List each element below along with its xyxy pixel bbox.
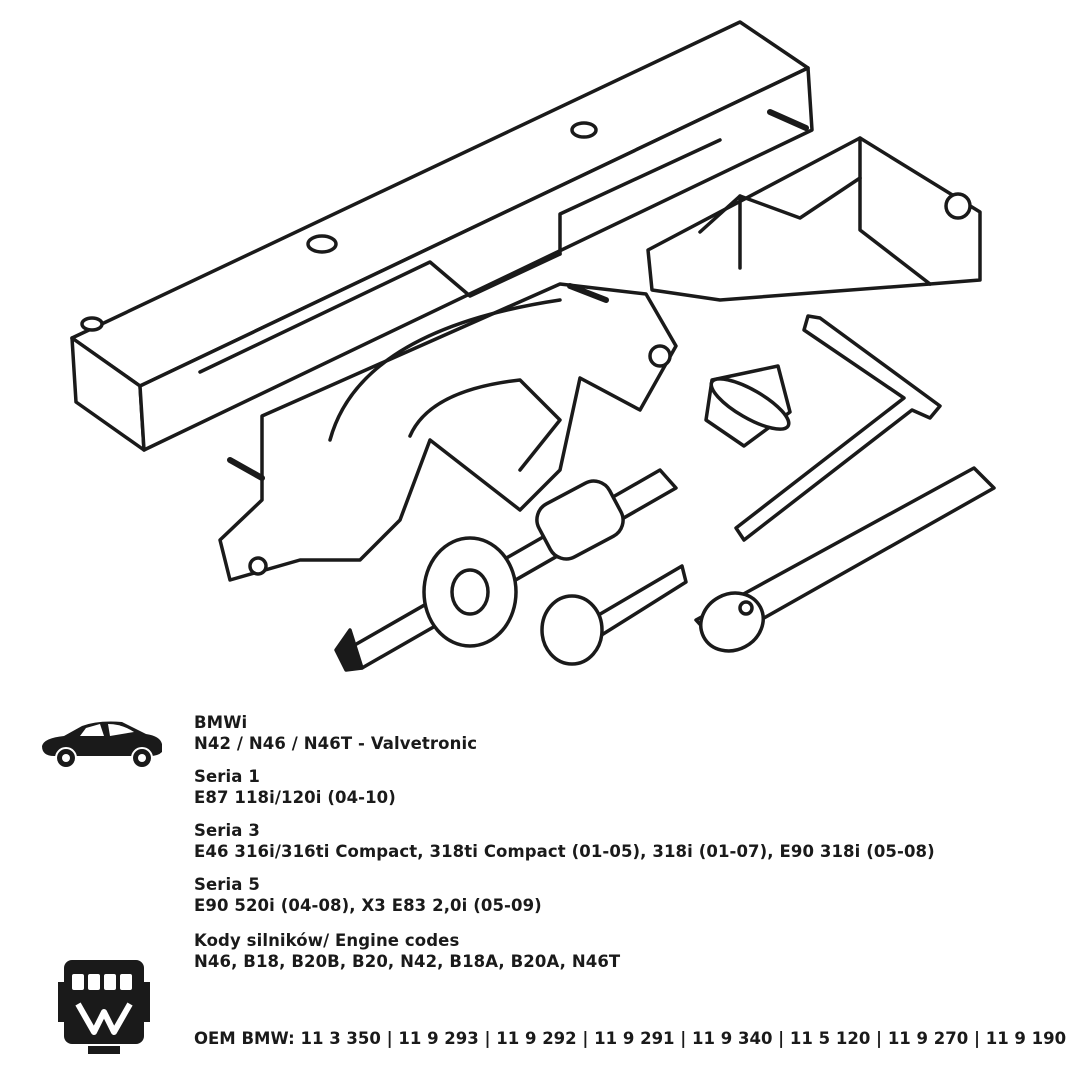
camshaft-alignment-bar [70,20,814,452]
dowel-pin [704,364,792,448]
series-models: E87 118i/120i (04-10) [194,788,396,807]
series-name: Seria 1 [194,767,260,786]
clamp-block [646,136,982,302]
series-block: Seria 5 E90 520i (04-08), X3 E83 2,0i (0… [194,874,1044,916]
engine-family: N42 / N46 / N46T - Valvetronic [194,734,478,753]
vehicle-info: BMWi N42 / N46 / N46T - Valvetronic Seri… [194,712,1044,984]
locking-pin [694,466,996,653]
engine-codes-list: N46, B18, B20B, B20, N42, B18A, B20A, N4… [194,952,621,971]
car-icon [38,716,166,772]
series-block: Seria 1 E87 118i/120i (04-10) [194,766,1044,808]
knurled-screw [540,564,688,666]
series-models: E46 316i/316ti Compact, 318ti Compact (0… [194,842,935,861]
hex-key [734,314,942,542]
fork-yoke-tool [218,282,678,582]
engine-icon [58,952,150,1056]
brand-label: BMWi [194,713,248,732]
series-block: Seria 3 E46 316i/316ti Compact, 318ti Co… [194,820,1044,862]
threaded-adjuster [334,468,678,672]
series-models: E90 520i (04-08), X3 E83 2,0i (05-09) [194,896,542,915]
engine-codes-block: Kody silników/ Engine codes N46, B18, B2… [194,930,1044,972]
oem-numbers: OEM BMW: 11 3 350 | 11 9 293 | 11 9 292 … [194,1029,1066,1048]
series-name: Seria 5 [194,875,260,894]
tool-kit-illustration [70,20,996,672]
engine-codes-label: Kody silników/ Engine codes [194,931,460,950]
series-name: Seria 3 [194,821,260,840]
